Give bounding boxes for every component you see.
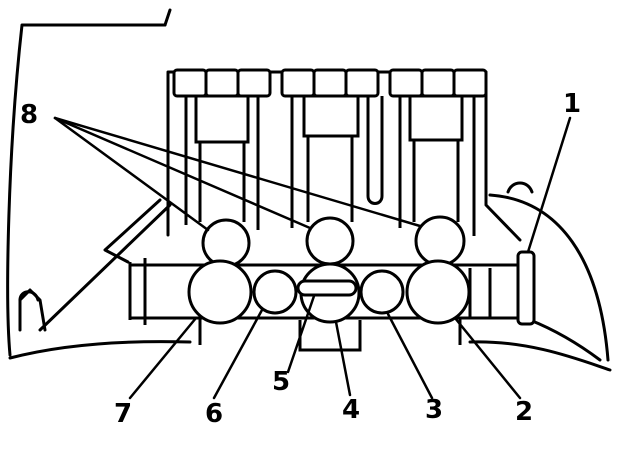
left-rail — [18, 203, 172, 332]
leader-5 — [286, 294, 316, 374]
right-upper-edge — [484, 83, 522, 242]
bolt-head-8 — [420, 68, 456, 98]
callout-4: 4 — [342, 395, 360, 425]
bolt-head-5 — [312, 68, 348, 98]
left-upper-wedge — [103, 198, 162, 264]
leader-3 — [386, 312, 434, 400]
lower-valves — [187, 259, 471, 325]
bolt-assembly-left — [172, 68, 272, 230]
bolt-assembly-middle — [280, 68, 384, 228]
bolt-head-6 — [344, 68, 380, 98]
end-plug-part-1 — [516, 250, 536, 326]
housing-left-curve — [6, 23, 167, 357]
bottom-curve-1 — [8, 340, 192, 360]
leader-8b — [53, 116, 312, 230]
leader-2 — [453, 316, 522, 400]
valve-large-right-part-2 — [405, 259, 471, 325]
leader-8a — [53, 116, 210, 232]
check-ball-upper-left — [201, 218, 251, 268]
left-tab — [18, 290, 40, 332]
callout-7: 7 — [114, 399, 132, 429]
upper-check-balls — [201, 215, 466, 268]
solenoid-legs-middle — [290, 96, 384, 228]
bolt-head-1 — [172, 68, 208, 98]
check-ball-upper-middle — [305, 216, 355, 266]
solenoid-body-right — [408, 94, 464, 142]
callout-6: 6 — [205, 399, 223, 429]
callout-3: 3 — [425, 395, 443, 425]
bolt-head-3 — [236, 68, 272, 98]
callout-2: 2 — [515, 397, 533, 427]
solenoid-body-middle — [302, 94, 360, 138]
bolt-head-4 — [280, 68, 316, 98]
solenoid-legs-left — [184, 96, 260, 230]
leader-lines — [53, 116, 572, 400]
housing-outline — [6, 8, 612, 372]
housing-top-inner — [163, 8, 172, 27]
bore-end-right — [468, 268, 492, 318]
leader-8c — [53, 116, 422, 228]
right-bump — [506, 181, 534, 194]
leader-4 — [334, 320, 352, 397]
leader-7 — [128, 316, 198, 400]
solenoid-legs-right — [398, 96, 476, 236]
callout-8: 8 — [20, 100, 38, 130]
check-ball-upper-right — [414, 215, 466, 267]
bolt-assembly-right — [388, 68, 488, 236]
leader-1 — [526, 116, 572, 254]
leader-6 — [212, 308, 264, 400]
bolt-head-7 — [388, 68, 424, 98]
pin-center-part-5 — [296, 279, 358, 297]
bolt-head-2 — [204, 68, 240, 98]
solenoid-body-left — [194, 94, 250, 144]
bore-left-cap — [128, 258, 147, 325]
right-body-curve — [488, 193, 610, 362]
right-lower-edge — [528, 318, 602, 362]
ball-small-left-part-6 — [252, 269, 298, 315]
bolt-head-9 — [452, 68, 488, 98]
callout-labels: 8 1 5 7 6 4 3 2 — [20, 89, 581, 429]
ball-small-right-part-3 — [359, 269, 405, 315]
callout-1: 1 — [563, 89, 581, 119]
callout-5: 5 — [272, 367, 290, 397]
bottom-curve-2 — [468, 340, 612, 372]
valve-large-left-part-7 — [187, 259, 253, 325]
